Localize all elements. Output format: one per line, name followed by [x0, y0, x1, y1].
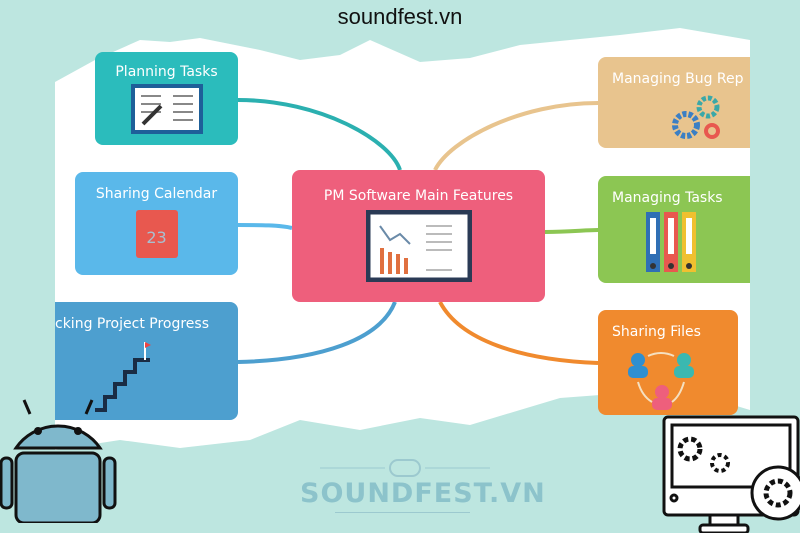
tablet-chart-icon — [365, 209, 472, 283]
node-center[interactable]: PM Software Main Features — [292, 170, 545, 302]
checklist-icon — [130, 84, 203, 134]
watermark: SOUNDFEST.VN — [300, 478, 546, 509]
monitor-settings-icon — [662, 415, 800, 533]
node-label: cking Project Progress — [55, 316, 209, 332]
node-tracking-progress[interactable]: cking Project Progress — [55, 302, 238, 420]
connector-progress — [237, 301, 397, 364]
node-sharing-files[interactable]: Sharing Files — [598, 310, 738, 415]
node-managing-tasks[interactable]: Managing Tasks — [598, 176, 750, 283]
connector-planning — [237, 98, 402, 171]
binders-icon — [646, 212, 696, 272]
connector-bug — [433, 101, 599, 171]
android-icon — [0, 399, 117, 523]
people-share-icon — [628, 352, 694, 410]
node-label: Managing Tasks — [612, 190, 723, 206]
calendar-day: 23 — [146, 228, 167, 247]
node-label: Sharing Files — [612, 324, 701, 340]
node-sharing-calendar[interactable]: Sharing Calendar 23 — [75, 172, 238, 275]
node-planning-tasks[interactable]: Planning Tasks — [95, 52, 238, 145]
node-managing-bug-reports[interactable]: Managing Bug Rep — [598, 57, 750, 148]
node-label: Sharing Calendar — [95, 186, 218, 202]
site-title: soundfest.vn — [337, 4, 463, 29]
connector-calendar — [237, 223, 293, 230]
center-title: PM Software Main Features — [323, 188, 514, 204]
connector-files — [438, 301, 599, 365]
node-label: Managing Bug Rep — [612, 71, 744, 87]
node-label: Planning Tasks — [115, 64, 218, 80]
watermark-underline — [335, 512, 470, 513]
calendar-icon: 23 — [135, 210, 178, 258]
connector-tasks — [544, 228, 599, 234]
stairs-flag-icon — [95, 342, 151, 412]
gears-icon — [672, 95, 720, 139]
gamepad-icon — [320, 459, 490, 477]
